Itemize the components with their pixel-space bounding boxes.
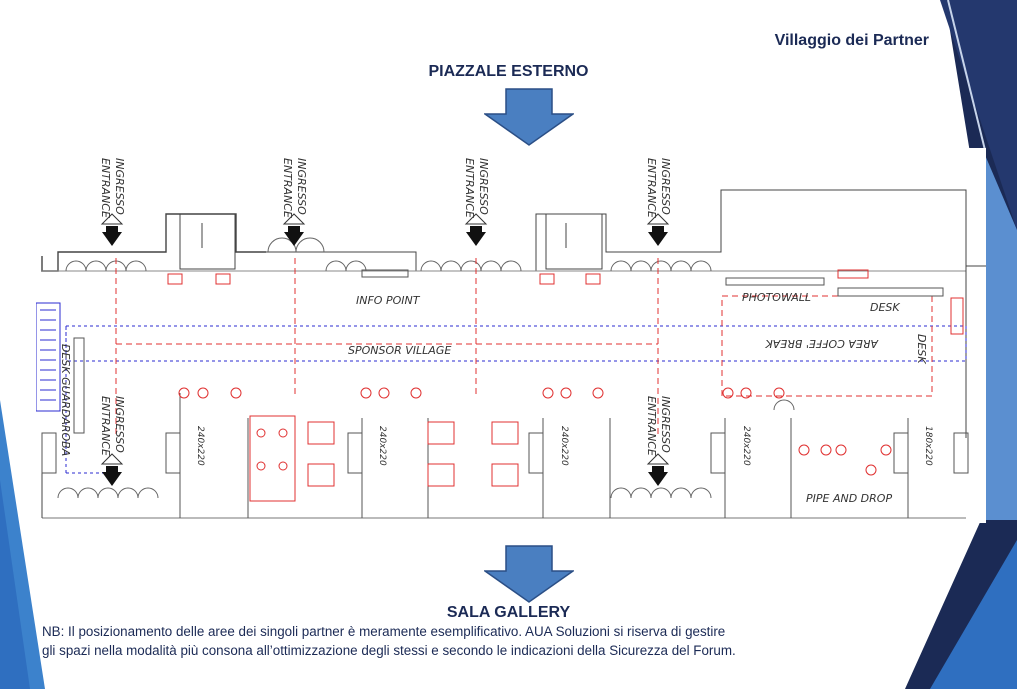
entrance-label-en: ENTRANCE — [645, 158, 658, 218]
info-point-label: INFO POINT — [356, 294, 421, 307]
note-line-1: NB: Il posizionamento delle aree dei sin… — [42, 624, 726, 639]
stand-size-label: 240x220 — [741, 426, 751, 466]
stand-size-label: 180x220 — [923, 426, 933, 466]
gallery-area-label: SALA GALLERY — [446, 604, 571, 621]
desk-label: DESK — [870, 301, 900, 314]
entrance-label-en: ENTRANCE — [99, 396, 112, 456]
stand-size-label: 240x220 — [195, 426, 205, 466]
entrance-label-it: INGRESSO — [113, 396, 126, 453]
down-arrow-icon — [484, 545, 574, 603]
entrance-label-it: INGRESSO — [295, 158, 308, 215]
desk-guardaroba-label: DESK GUARDAROBA — [59, 344, 72, 456]
note-line-2: gli spazi nella modalità più consona all… — [42, 643, 736, 658]
outdoor-area-label: PIAZZALE ESTERNO — [428, 63, 589, 80]
stand-size-label: 240x220 — [377, 426, 387, 466]
entrance-label-it: INGRESSO — [477, 158, 490, 215]
photowall-label: PHOTOWALL — [742, 291, 811, 304]
entrance-label-en: ENTRANCE — [645, 396, 658, 456]
down-arrow-icon — [484, 88, 574, 146]
entrance-label-it: INGRESSO — [659, 158, 672, 215]
entrance-label-en: ENTRANCE — [463, 158, 476, 218]
pipe-and-drop-label: PIPE AND DROP — [806, 492, 892, 505]
page-title: Villaggio dei Partner — [774, 32, 929, 49]
sponsor-village-label: SPONSOR VILLAGE — [348, 344, 451, 357]
entrance-label-it: INGRESSO — [113, 158, 126, 215]
disclaimer-note: NB: Il posizionamento delle aree dei sin… — [42, 622, 942, 660]
desk-side-label: DESK — [915, 334, 928, 364]
coffee-break-label: AREA COFFE' BREAK — [765, 337, 879, 350]
entrance-label-en: ENTRANCE — [99, 158, 112, 218]
stand-size-label: 240x220 — [559, 426, 569, 466]
entrance-label-it: INGRESSO — [659, 396, 672, 453]
floor-plan: INGRESSO ENTRANCE INGRESSO ENTRANCE INGR… — [36, 148, 986, 523]
entrance-label-en: ENTRANCE — [281, 158, 294, 218]
